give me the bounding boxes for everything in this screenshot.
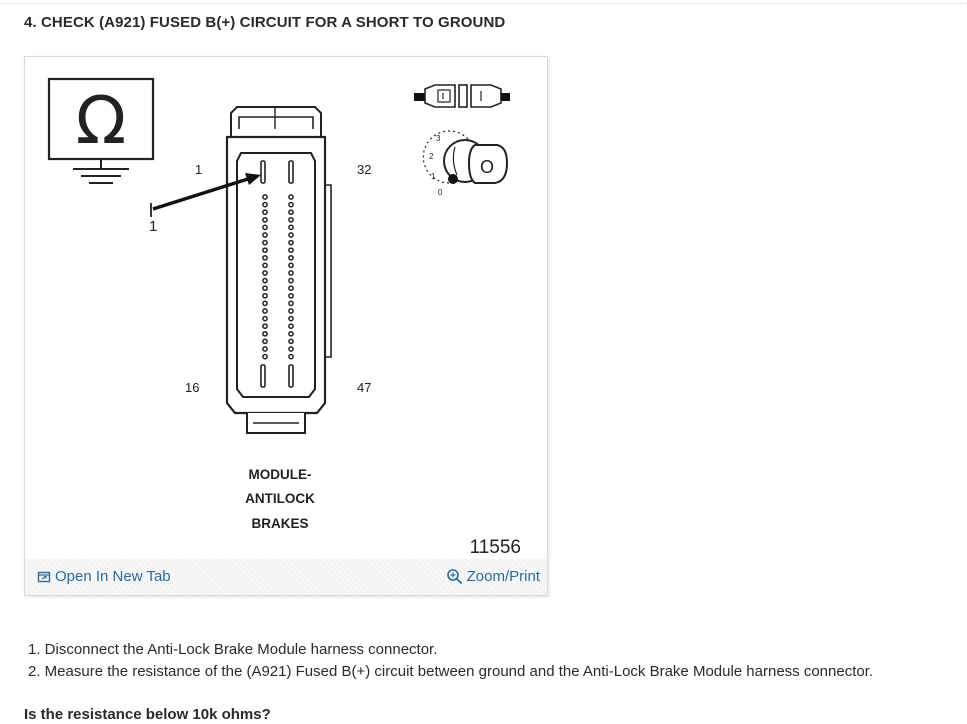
instruction-step-1: 1. Disconnect the Anti-Lock Brake Module… [28, 641, 438, 658]
pin-cavity [262, 262, 268, 269]
pin-cavity [262, 323, 268, 330]
ignition-switch-icon: 3 2 1 0 O [422, 130, 509, 197]
caption-line-2: ANTILOCK [245, 491, 315, 506]
pin-cavity [288, 300, 294, 307]
pin-cavity [288, 254, 294, 261]
disconnected-connector-icon [414, 84, 510, 108]
pin-cavity [262, 338, 268, 345]
pin-cavity [262, 216, 268, 223]
open-in-new-tab-label: Open In New Tab [55, 568, 171, 585]
pin-cavity [288, 247, 294, 254]
pin-cavity [262, 209, 268, 216]
figure-number: 11556 [469, 537, 521, 558]
pin-slot-top-right [288, 160, 294, 184]
pin-cavity [288, 292, 294, 299]
instruction-step-2: 2. Measure the resistance of the (A921) … [28, 663, 874, 680]
pin-cavity [288, 346, 294, 352]
ignition-position-3: 3 [436, 134, 441, 143]
pin-cavity [262, 346, 268, 352]
pin-cavity [288, 315, 294, 322]
pin-cavity [262, 201, 268, 208]
pin-cavity [262, 315, 268, 322]
pin-cavity [262, 292, 268, 299]
pin-label-16: 16 [185, 380, 199, 395]
connector-diagram: Ω 1 32 16 [47, 77, 510, 531]
ohm-symbol: Ω [76, 82, 126, 159]
pin-cavity [288, 209, 294, 216]
pin-label-32: 32 [357, 162, 371, 177]
pin-slot-bottom-right [288, 364, 294, 388]
pin-label-47: 47 [357, 380, 371, 395]
pin-cavity [262, 239, 268, 246]
pin-cavity [288, 277, 294, 284]
ignition-position-0: 0 [438, 188, 443, 197]
pin-cavity [262, 194, 268, 200]
pin-cavity [262, 270, 268, 276]
connector-pins [260, 160, 294, 388]
pin-cavity [262, 353, 268, 360]
open-new-tab-icon [37, 571, 51, 582]
key-position-label: O [480, 157, 494, 177]
pin-cavity [262, 285, 268, 292]
figure-card: Ω 1 32 16 [24, 56, 548, 596]
pin-cavity [262, 224, 268, 231]
pin-cavity [288, 216, 294, 223]
pin-cavity [288, 262, 294, 269]
pin-cavity [288, 239, 294, 246]
pin-cavity [288, 285, 294, 292]
pin-slot-bottom-left [260, 364, 266, 388]
pin-slot-top-left [260, 160, 266, 184]
callout-label: 1 [149, 218, 157, 235]
pin-cavity [262, 308, 268, 314]
figure-toolbar: Open In New Tab Zoom/Print [25, 559, 547, 595]
decision-question: Is the resistance below 10k ohms? [24, 706, 271, 723]
pin-cavity [288, 330, 294, 337]
step-heading: 4. CHECK (A921) FUSED B(+) CIRCUIT FOR A… [24, 14, 506, 31]
pin-cavity [262, 254, 268, 261]
ignition-position-1: 1 [431, 172, 436, 181]
pin-cavity [262, 300, 268, 307]
pin-cavity [288, 353, 294, 360]
pin-cavity [262, 330, 268, 337]
pin-cavity [288, 232, 294, 238]
top-divider [0, 3, 967, 4]
caption-line-3: BRAKES [251, 516, 308, 531]
probe-callout-arrow [152, 173, 261, 211]
pin-cavity [262, 277, 268, 284]
pin-cavity [262, 232, 268, 238]
pin-cavity [288, 338, 294, 345]
pin-cavity [262, 247, 268, 254]
pin-cavity [288, 194, 294, 200]
pin-cavity [288, 308, 294, 314]
harness-connector [225, 106, 332, 434]
caption-line-1: MODULE- [249, 467, 312, 482]
pin-cavity [288, 323, 294, 330]
ohmmeter-icon: Ω [47, 77, 155, 184]
pin-label-1: 1 [195, 162, 202, 177]
pin-cavity [288, 270, 294, 276]
pin-cavity [288, 224, 294, 231]
zoom-print-label: Zoom/Print [466, 568, 540, 585]
ignition-position-2: 2 [429, 152, 434, 161]
pin-cavity [288, 201, 294, 208]
instruction-list: 1. Disconnect the Anti-Lock Brake Module… [28, 639, 873, 683]
open-in-new-tab-link[interactable]: Open In New Tab [37, 568, 171, 585]
zoom-print-link[interactable]: Zoom/Print [446, 568, 540, 585]
zoom-magnifier-icon [446, 569, 462, 585]
